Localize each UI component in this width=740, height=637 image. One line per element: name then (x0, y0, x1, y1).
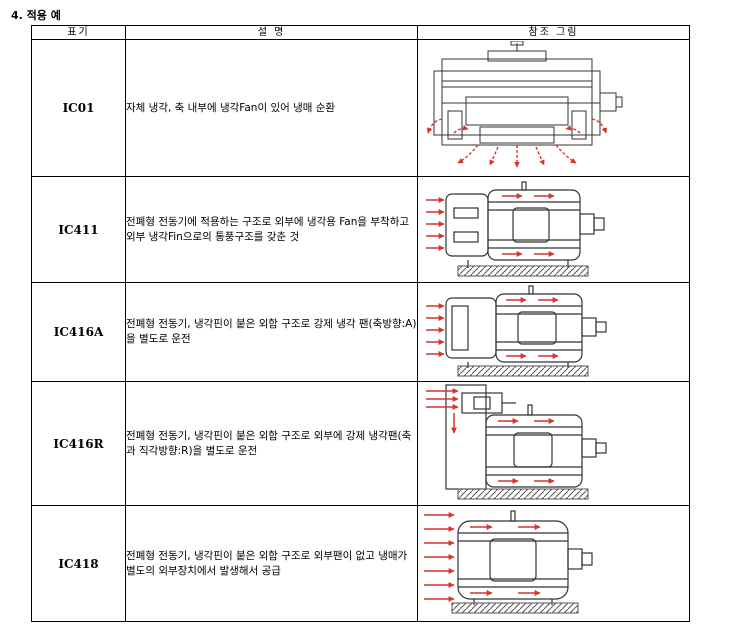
table-row: IC01 자체 냉각, 축 내부에 냉각Fan이 있어 냉매 순환 (31, 39, 690, 177)
row-figure (417, 381, 690, 506)
header-reference-figure: 참조 그림 (417, 25, 690, 40)
table-row: IC411 전폐형 전동기에 적용하는 구조로 외부에 냉각용 Fan을 부착하… (31, 176, 690, 283)
row-code: IC418 (31, 505, 126, 622)
row-figure (417, 282, 690, 382)
motor-ic01-diagram-icon (426, 41, 623, 168)
table-header-row: 표기 설 명 참조 그림 (31, 25, 690, 40)
row-description: 전폐형 전동기, 냉각핀이 붙은 외함 구조로 외부에 강제 냉각팬(축과 직각… (125, 381, 418, 506)
row-description: 전폐형 전동기, 냉각핀이 붙은 외함 구조로 외부팬이 없고 냉매가 별도의 … (125, 505, 418, 622)
motor-ic416r-diagram-icon (426, 384, 607, 500)
row-description: 전폐형 전동기에 적용하는 구조로 외부에 냉각용 Fan을 부착하고 외부 냉… (125, 176, 418, 283)
motor-ic411-diagram-icon (426, 181, 605, 277)
row-code: IC416R (31, 381, 126, 506)
header-description: 설 명 (125, 25, 418, 40)
row-figure (417, 39, 690, 177)
row-code: IC01 (31, 39, 126, 177)
motor-ic416a-diagram-icon (426, 285, 607, 377)
table-row: IC416R 전폐형 전동기, 냉각핀이 붙은 외함 구조로 외부에 강제 냉각… (31, 381, 690, 506)
row-code: IC416A (31, 282, 126, 382)
row-description: 자체 냉각, 축 내부에 냉각Fan이 있어 냉매 순환 (125, 39, 418, 177)
header-code: 표기 (31, 25, 126, 40)
cooling-method-table: 표기 설 명 참조 그림 IC01 자체 냉각, 축 내부에 냉각Fan이 있어… (31, 25, 690, 622)
row-code: IC411 (31, 176, 126, 283)
row-figure (417, 505, 690, 622)
motor-ic418-diagram-icon (424, 510, 593, 614)
table-row: IC416A 전폐형 전동기, 냉각핀이 붙은 외함 구조로 강제 냉각 팬(축… (31, 282, 690, 382)
row-figure (417, 176, 690, 283)
table-row: IC418 전폐형 전동기, 냉각핀이 붙은 외함 구조로 외부팬이 없고 냉매… (31, 505, 690, 622)
section-title: 4. 적용 예 (11, 9, 61, 22)
row-description: 전폐형 전동기, 냉각핀이 붙은 외함 구조로 강제 냉각 팬(축방향:A)을 … (125, 282, 418, 382)
